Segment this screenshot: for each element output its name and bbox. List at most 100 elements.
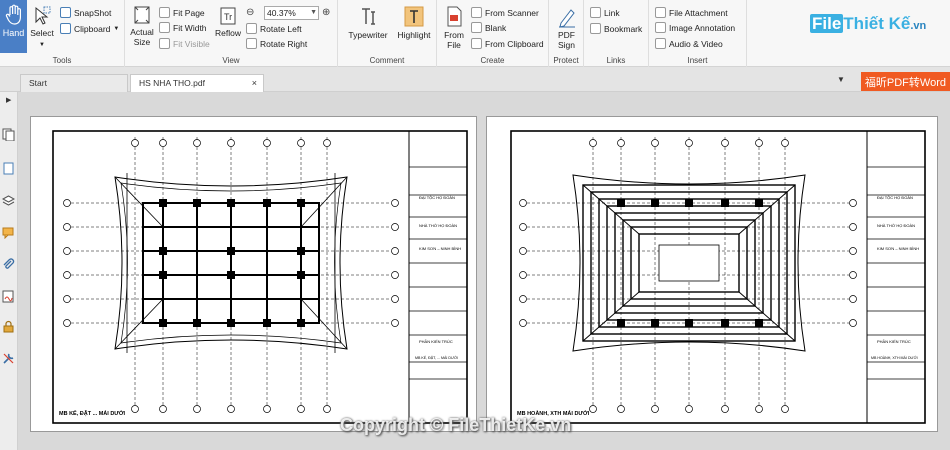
fit-width-button[interactable]: Fit Width bbox=[159, 22, 207, 33]
hand-button[interactable]: Hand bbox=[0, 0, 27, 53]
hand-icon bbox=[5, 4, 21, 25]
from-scanner-button[interactable]: From Scanner bbox=[471, 7, 539, 18]
fit-visible-icon bbox=[159, 38, 170, 49]
rotate-right-button[interactable]: Rotate Right bbox=[246, 38, 307, 49]
dropdown-arrow-icon[interactable]: ▼ bbox=[837, 75, 845, 84]
link-button[interactable]: Link bbox=[590, 7, 620, 18]
rotate-left-label: Rotate Left bbox=[260, 23, 302, 34]
highlight-icon bbox=[404, 6, 424, 27]
from-file-button[interactable]: From File bbox=[441, 6, 467, 50]
expand-panel-icon[interactable]: ▶ bbox=[6, 97, 12, 104]
actual-size-icon bbox=[134, 6, 150, 24]
comments-icon[interactable] bbox=[2, 226, 15, 239]
tools-group: Hand Select ▼ SnapShot Clipboard ▼ Tools bbox=[0, 0, 125, 67]
ribbon-toolbar: Hand Select ▼ SnapShot Clipboard ▼ Tools… bbox=[0, 0, 950, 67]
fit-page-label: Fit Page bbox=[173, 7, 205, 18]
insert-group: File Attachment Image Annotation Audio &… bbox=[649, 0, 747, 67]
signature-icon[interactable] bbox=[2, 290, 15, 303]
logo-text: Thiết Kế bbox=[843, 14, 911, 33]
tools-wrench-icon[interactable] bbox=[2, 352, 15, 365]
clipboard-button[interactable]: Clipboard ▼ bbox=[60, 23, 119, 34]
chevron-down-icon: ▼ bbox=[113, 25, 120, 32]
fit-page-button[interactable]: Fit Page bbox=[159, 7, 205, 18]
logo-mark: File bbox=[810, 14, 844, 33]
tab-start[interactable]: Start bbox=[20, 74, 128, 92]
attachment-icon[interactable] bbox=[2, 258, 15, 271]
from-clipboard-button[interactable]: From Clipboard bbox=[471, 38, 544, 49]
bookmark-button[interactable]: Bookmark bbox=[590, 23, 642, 34]
logo-suffix: .vn bbox=[910, 20, 927, 32]
file-attachment-label: File Attachment bbox=[669, 7, 728, 18]
drawing-caption-2: MB HOÀNH, XTH MÁI DƯỚI bbox=[517, 409, 590, 417]
rotate-right-icon bbox=[246, 38, 257, 49]
close-icon[interactable]: × bbox=[251, 78, 257, 88]
cursor-select-icon bbox=[35, 6, 51, 25]
actual-size-label: Actual Size bbox=[130, 27, 154, 47]
blank-button[interactable]: Blank bbox=[471, 22, 506, 33]
rotate-left-icon bbox=[246, 23, 257, 34]
audio-video-button[interactable]: Audio & Video bbox=[655, 38, 723, 49]
from-clipboard-label: From Clipboard bbox=[485, 38, 544, 49]
pen-sign-icon bbox=[558, 9, 575, 28]
title-block-project-1: NHÀ THỜ HỌ ĐOÀN bbox=[419, 223, 457, 228]
snapshot-button[interactable]: SnapShot bbox=[60, 7, 111, 18]
image-annotation-button[interactable]: Image Annotation bbox=[655, 22, 735, 33]
tab-start-label: Start bbox=[29, 78, 47, 88]
tab-hs-nha-tho[interactable]: HS NHA THO.pdf × bbox=[130, 74, 264, 92]
title-block-section-1: PHẦN KIẾN TRÚC bbox=[419, 339, 453, 344]
select-button[interactable]: Select ▼ bbox=[29, 6, 55, 48]
fit-visible-button[interactable]: Fit Visible bbox=[159, 38, 210, 49]
clipboard-label: Clipboard bbox=[74, 23, 111, 34]
zoom-out-button[interactable]: ⊖ bbox=[246, 7, 254, 18]
fit-visible-label: Fit Visible bbox=[173, 38, 210, 49]
pdf-page-2: ĐẠI TỘC HỌ ĐOÀN NHÀ THỜ HỌ ĐOÀN KIM SƠN … bbox=[486, 116, 938, 432]
pages-icon[interactable] bbox=[2, 128, 15, 141]
left-navigation-panel: ▶ bbox=[0, 92, 18, 450]
blank-page-icon bbox=[471, 22, 482, 33]
zoom-in-icon: ⊕ bbox=[322, 7, 331, 18]
zoom-out-icon: ⊖ bbox=[246, 7, 255, 18]
title-block-location-2: KIM SƠN – NINH BÌNH bbox=[877, 246, 919, 251]
pdf-sign-button[interactable]: PDF Sign bbox=[552, 6, 581, 50]
lock-icon[interactable] bbox=[2, 320, 15, 333]
tab-document-label: HS NHA THO.pdf bbox=[139, 78, 205, 88]
image-annotation-label: Image Annotation bbox=[669, 22, 736, 33]
blank-label: Blank bbox=[485, 22, 507, 33]
copy-pages-icon[interactable] bbox=[2, 162, 15, 175]
insert-group-label: Insert bbox=[687, 56, 708, 65]
chevron-down-icon: ▼ bbox=[39, 42, 45, 48]
rotate-left-button[interactable]: Rotate Left bbox=[246, 23, 302, 34]
title-block-owner-1: ĐẠI TỘC HỌ ĐOÀN bbox=[419, 195, 455, 200]
create-group: From File From Scanner Blank From Clipbo… bbox=[437, 0, 549, 67]
from-scanner-label: From Scanner bbox=[485, 7, 539, 18]
comment-group-label: Comment bbox=[369, 56, 405, 65]
link-icon bbox=[590, 7, 601, 18]
typewriter-button[interactable]: Typewriter bbox=[344, 6, 392, 40]
reflow-button[interactable]: Tr Reflow bbox=[214, 6, 242, 38]
scanner-icon bbox=[471, 7, 482, 18]
copyright-watermark: Copyright © FileThietKe.vn bbox=[340, 415, 572, 435]
view-group: Actual Size Fit Page Fit Width Fit Visib… bbox=[125, 0, 338, 67]
pdf-file-icon bbox=[447, 6, 462, 27]
clipboard-icon bbox=[471, 38, 482, 49]
title-block-sheet-2: MB HOÀNH, XTH MÁI DƯỚI bbox=[871, 355, 918, 360]
reflow-icon: Tr bbox=[220, 7, 236, 25]
document-tab-bar: Start HS NHA THO.pdf × bbox=[0, 67, 950, 92]
zoom-input[interactable]: 40.37% ▼ bbox=[264, 6, 319, 20]
from-file-label: From File bbox=[444, 30, 464, 50]
attachment-icon bbox=[655, 7, 666, 18]
promo-banner[interactable]: 福昕PDF转Word bbox=[860, 72, 950, 91]
title-block-location-1: KIM SƠN – NINH BÌNH bbox=[419, 246, 461, 251]
image-icon bbox=[655, 22, 666, 33]
links-group: Link Bookmark Links bbox=[584, 0, 649, 67]
typewriter-icon bbox=[362, 8, 375, 25]
camera-icon bbox=[60, 7, 71, 18]
create-group-label: Create bbox=[480, 56, 505, 65]
file-attachment-button[interactable]: File Attachment bbox=[655, 7, 728, 18]
layers-icon[interactable] bbox=[2, 194, 15, 207]
zoom-in-button[interactable]: ⊕ bbox=[322, 7, 330, 18]
highlight-button[interactable]: Highlight bbox=[394, 6, 434, 40]
actual-size-button[interactable]: Actual Size bbox=[127, 5, 157, 47]
document-viewport[interactable]: ĐẠI TỘC HỌ ĐOÀN NHÀ THỜ HỌ ĐOÀN KIM SƠN … bbox=[18, 92, 950, 450]
title-block-owner-2: ĐẠI TỘC HỌ ĐOÀN bbox=[877, 195, 913, 200]
